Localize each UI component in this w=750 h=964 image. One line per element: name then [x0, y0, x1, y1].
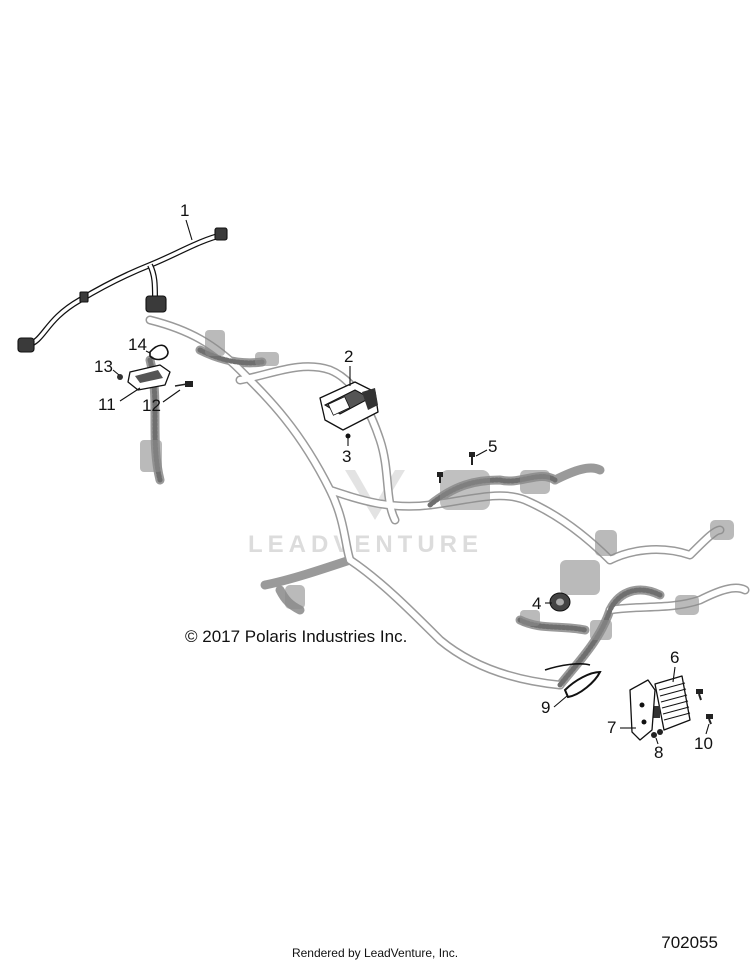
main-wire-harness	[140, 315, 750, 690]
callouts: 1 2 3 4 5 6 7 8 9 10 11 12 13 14	[94, 201, 713, 762]
diagram-number: 702055	[661, 933, 718, 952]
part-7-bracket	[629, 679, 656, 741]
callout-12: 12	[142, 396, 161, 415]
part-13-nut	[117, 374, 123, 380]
footer-credit: Rendered by LeadVenture, Inc.	[291, 946, 459, 960]
callout-6: 6	[670, 648, 679, 667]
watermark-text: LEADVENTURE	[248, 531, 483, 558]
part-8-nut	[651, 729, 663, 738]
part-11-relay-holder	[127, 364, 171, 391]
callout-11: 11	[98, 395, 116, 414]
copyright-notice: © 2017 Polaris Industries Inc.	[185, 627, 408, 646]
callout-14: 14	[128, 335, 147, 354]
part-9-pad	[544, 663, 602, 699]
part-6-regulator	[652, 675, 691, 731]
part-4-grommet	[549, 592, 571, 612]
callout-5: 5	[488, 437, 497, 456]
callout-8: 8	[654, 743, 663, 762]
callout-3: 3	[342, 447, 351, 466]
part-5-bolt	[437, 452, 475, 483]
part-10-bolt	[696, 689, 713, 725]
callout-2: 2	[344, 347, 353, 366]
part-2-ecu	[319, 381, 379, 431]
part-14-strap	[149, 344, 169, 361]
callout-4: 4	[532, 594, 541, 613]
callout-13: 13	[94, 357, 113, 376]
callout-10: 10	[694, 734, 713, 753]
part-12-fastener	[174, 381, 193, 387]
callout-9: 9	[541, 698, 550, 717]
callout-1: 1	[180, 201, 189, 220]
callout-7: 7	[607, 718, 616, 737]
part-1-wire-harness	[17, 227, 228, 353]
part-3-fastener	[345, 433, 351, 439]
